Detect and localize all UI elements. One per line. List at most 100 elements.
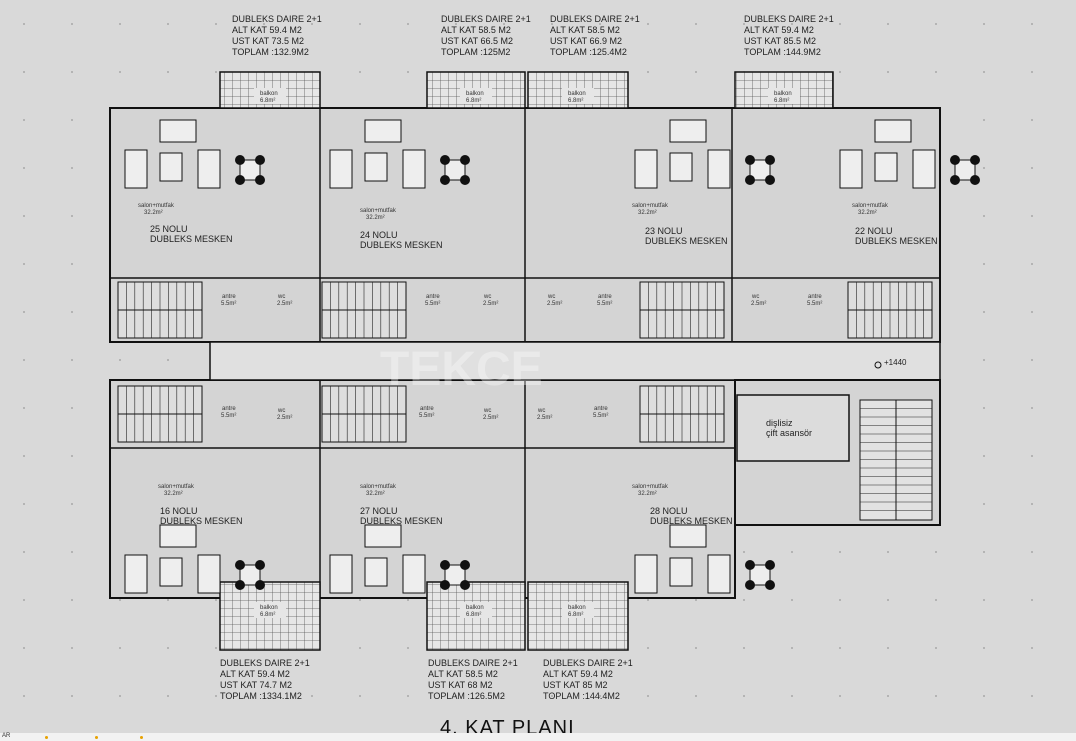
entrance-area: 5.5m²: [419, 413, 434, 419]
wc-label: wc2.5m²: [547, 294, 562, 307]
summary-line: TOPLAM :144.4M2: [543, 691, 620, 701]
wc-name: wc: [277, 294, 285, 300]
wc-name: wc: [483, 408, 491, 414]
stair-flight: [117, 281, 203, 339]
unit-type: DUBLEKS MESKEN: [150, 234, 233, 244]
balcony-area: 6.8m²: [774, 98, 789, 104]
summary-line: DUBLEKS DAIRE 2+1: [550, 14, 640, 24]
unit-number: 24 NOLU: [360, 230, 398, 240]
summary-line: UST KAT 85 M2: [543, 680, 608, 690]
balcony-area: 6.8m²: [466, 612, 481, 618]
wc-label: wc2.5m²: [277, 408, 292, 421]
summary-line: DUBLEKS DAIRE 2+1: [744, 14, 834, 24]
unit-number: 16 NOLU: [160, 506, 198, 516]
room-name: salon+mutfak: [632, 203, 669, 209]
summary-line: TOPLAM :144.9M2: [744, 47, 821, 57]
stair-flight: [639, 281, 725, 339]
entrance-name: antre: [594, 406, 608, 412]
wc-area: 2.5m²: [277, 301, 292, 307]
room-area: 32.2m²: [366, 491, 385, 497]
room-name: salon+mutfak: [632, 484, 669, 490]
entrance-name: antre: [222, 406, 236, 412]
wc-name: wc: [483, 294, 491, 300]
elevator-label-2: çift asansör: [766, 428, 812, 438]
entrance-area: 5.5m²: [593, 413, 608, 419]
stair-flight: [847, 281, 933, 339]
summary-line: DUBLEKS DAIRE 2+1: [543, 658, 633, 668]
corridor: [209, 341, 941, 381]
entrance-area: 5.5m²: [807, 301, 822, 307]
elevator-label-1: dişlisiz: [766, 418, 793, 428]
stair-flight: [321, 385, 407, 443]
summary-line: TOPLAM :132.9M2: [232, 47, 309, 57]
entrance-area: 5.5m²: [425, 301, 440, 307]
summary-line: UST KAT 74.7 M2: [220, 680, 292, 690]
bottom-bar: AR: [0, 733, 1076, 741]
elevation-label: +1440: [884, 358, 907, 367]
dot-icon: [45, 736, 48, 739]
balcony-label: balkon: [568, 605, 586, 611]
summary-line: ALT KAT 58.5 M2: [428, 669, 498, 679]
furniture-set: [634, 524, 775, 594]
balcony-area: 6.8m²: [466, 98, 481, 104]
wc-label: wc2.5m²: [537, 408, 552, 421]
watermark: TEKCE: [380, 343, 543, 396]
dot-icon: [140, 736, 143, 739]
entrance-name: antre: [426, 294, 440, 300]
unit-type: DUBLEKS MESKEN: [360, 240, 443, 250]
main-stair: [859, 399, 933, 521]
summary-line: DUBLEKS DAIRE 2+1: [428, 658, 518, 668]
wc-label: wc2.5m²: [483, 408, 498, 421]
stair-flight: [321, 281, 407, 339]
unit-number: 25 NOLU: [150, 224, 188, 234]
entrance-area: 5.5m²: [221, 301, 236, 307]
wc-area: 2.5m²: [483, 415, 498, 421]
entrance-name: antre: [222, 294, 236, 300]
room-area: 32.2m²: [858, 210, 877, 216]
room-area: 32.2m²: [638, 491, 657, 497]
wc-label: wc2.5m²: [751, 294, 766, 307]
summary-line: UST KAT 66.5 M2: [441, 36, 513, 46]
balcony-area: 6.8m²: [260, 98, 275, 104]
entrance-name: antre: [598, 294, 612, 300]
summary-line: ALT KAT 59.4 M2: [220, 669, 290, 679]
wc-label: wc2.5m²: [277, 294, 292, 307]
wc-area: 2.5m²: [537, 415, 552, 421]
unit-type: DUBLEKS MESKEN: [360, 516, 443, 526]
unit-type: DUBLEKS MESKEN: [650, 516, 733, 526]
room-name: salon+mutfak: [360, 484, 397, 490]
summary-line: TOPLAM :125.4M2: [550, 47, 627, 57]
wc-area: 2.5m²: [751, 301, 766, 307]
wc-name: wc: [751, 294, 759, 300]
summary-line: ALT KAT 59.4 M2: [543, 669, 613, 679]
balcony-label: balkon: [466, 91, 484, 97]
unit-number: 23 NOLU: [645, 226, 683, 236]
unit-number: 28 NOLU: [650, 506, 688, 516]
room-area: 32.2m²: [144, 210, 163, 216]
entrance-name: antre: [808, 294, 822, 300]
balcony-label: balkon: [774, 91, 792, 97]
wc-area: 2.5m²: [277, 415, 292, 421]
summary-line: UST KAT 66.9 M2: [550, 36, 622, 46]
stair-flight: [639, 385, 725, 443]
summary-line: DUBLEKS DAIRE 2+1: [220, 658, 310, 668]
wc-name: wc: [277, 408, 285, 414]
summary-line: ALT KAT 58.5 M2: [441, 25, 511, 35]
elevation-marker-icon: [874, 361, 882, 369]
balcony-area: 6.8m²: [260, 612, 275, 618]
furniture-set: [839, 119, 980, 189]
unit-type: DUBLEKS MESKEN: [160, 516, 243, 526]
